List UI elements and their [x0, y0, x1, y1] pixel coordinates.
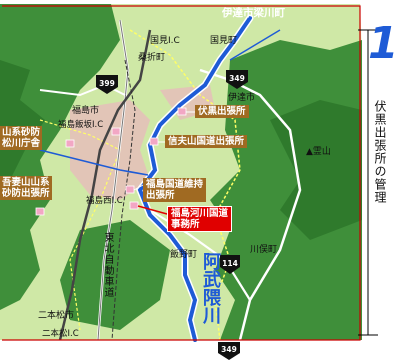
office-marker-fushiguro: [177, 107, 187, 116]
mountain-south: [60, 220, 170, 330]
office-label-kokudo-1: 福島国道維持: [146, 179, 204, 190]
label-abukuma-river: 阿武隈川: [200, 252, 221, 324]
mountain-east-detail: [270, 100, 362, 240]
office-marker-shinbu: [149, 137, 159, 146]
office-label-azuma-2: 砂防出張所: [2, 188, 50, 199]
label-date-yanagawa: 伊達市梁川町: [221, 6, 285, 19]
label-tohoku-expressway: 東北自動車道: [102, 232, 113, 298]
label-kunimi-town: 国見町: [210, 35, 237, 46]
office-label-shinbu: 信夫山国道出張所: [168, 136, 245, 147]
label-big-digit: 1: [368, 18, 398, 69]
office-label-matsukawa-1: 山系砂防: [2, 127, 41, 138]
label-nihonmatsu-ic: 二本松I.C: [42, 328, 79, 339]
office-label-fushiguro: 伏黒出張所: [198, 106, 246, 117]
office-marker-fukushima-kasen: [129, 201, 139, 210]
office-label-azuma-1: 吾妻山山系: [2, 177, 50, 188]
office-label-matsukawa-2: 松川庁舎: [2, 138, 41, 149]
bottom-strip: [0, 340, 398, 363]
label-date-city: 伊達市: [228, 91, 255, 103]
office-box-azuma: 吾妻山山系 砂防出張所: [0, 176, 52, 200]
municipal-boundary-west: [39, 119, 121, 331]
label-fukushima-city: 福島市: [72, 104, 99, 116]
label-nishi-ic: 福島西I.C: [86, 195, 123, 206]
river-tributary-2: [229, 29, 281, 61]
road-route-4-core: [97, 19, 129, 341]
office-label-kasen-2: 事務所: [171, 219, 200, 230]
office-label-kokudo-2: 出張所: [146, 190, 175, 201]
route-shield-399: 399: [96, 75, 118, 94]
route-349-b-label: 349: [221, 345, 237, 354]
office-box-matsukawa: 山系砂防 松川庁舎: [0, 126, 43, 150]
label-iizaka-ic: 福島飯坂I.C: [58, 119, 103, 130]
expressway: [58, 29, 152, 341]
road-route-399: [39, 83, 126, 97]
route-399-label: 399: [99, 79, 115, 88]
office-box-shinbu: 信夫山国道出張所: [165, 135, 248, 148]
office-marker-fukushima-kokudo: [125, 185, 135, 194]
label-kawamata-town: 川俣町: [250, 243, 277, 255]
route-114-label: 114: [222, 259, 238, 268]
map-frame-red: [2, 5, 361, 341]
connector-kokudo: [133, 184, 144, 191]
route-shield-349-b: 349: [218, 342, 240, 360]
mountain-west: [0, 0, 120, 310]
office-box-fukushima-kasen: 福島河川国道 事務所: [167, 206, 233, 232]
urban-area-fukushima: [70, 100, 150, 200]
office-label-kasen-1: 福島河川国道: [171, 208, 229, 219]
office-marker-azuma: [35, 207, 45, 216]
office-marker-iizaka: [111, 127, 121, 136]
label-side-title: 伏黒出張所の管理: [373, 100, 387, 204]
mountain-west-detail: [0, 60, 45, 190]
office-box-fushiguro: 伏黒出張所: [195, 105, 249, 118]
label-nihonmatsu-city: 二本松市: [38, 309, 74, 321]
municipal-boundary: [129, 29, 241, 341]
connector-kasen: [137, 205, 168, 215]
label-kunimi-ic: 国見I.C: [150, 35, 180, 46]
route-shield-114: 114: [220, 255, 240, 274]
top-strip: [0, 0, 398, 4]
office-marker-matsukawa: [65, 139, 75, 148]
label-iino-town: 飯野町: [170, 248, 197, 260]
label-kuwaori-town: 桑折町: [138, 51, 165, 63]
route-349-a-label: 349: [229, 74, 245, 83]
route-shield-349-a: 349: [226, 70, 248, 89]
label-mt-ryozen: ▲霊山: [306, 146, 331, 157]
office-box-fukushima-kokudo: 福島国道維持 出張所: [143, 178, 207, 202]
river-tributary: [39, 149, 149, 176]
